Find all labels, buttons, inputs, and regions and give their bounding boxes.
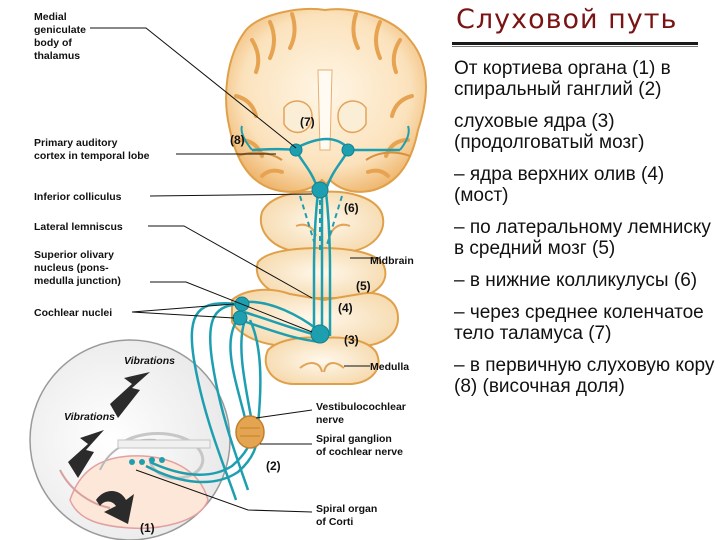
label-mgb-1: Medial bbox=[34, 11, 67, 23]
label-olivary-1: Superior olivary bbox=[34, 249, 114, 261]
label-spiral-organ-1: Spiral organ bbox=[316, 503, 377, 515]
nuclei bbox=[232, 143, 355, 344]
label-cortex-1: Primary auditory bbox=[34, 137, 118, 149]
auditory-pathway-diagram: Medial geniculate body of thalamus Prima… bbox=[29, 8, 427, 540]
cochlea bbox=[29, 339, 231, 540]
vibration-arrow-1 bbox=[110, 372, 150, 418]
cochlear-nucleus-lower bbox=[232, 310, 248, 326]
marker-8: (8) bbox=[230, 133, 245, 147]
label-vestibulocochlear-1: Vestibulocochlear bbox=[316, 401, 406, 413]
label-vibrations-1: Vibrations bbox=[124, 355, 175, 367]
mgb-nucleus-right bbox=[341, 143, 355, 157]
title-underline bbox=[452, 42, 698, 45]
label-spiral-organ-2: of Corti bbox=[316, 516, 353, 528]
leader-lines bbox=[90, 27, 380, 513]
label-mgb-2: geniculate bbox=[34, 24, 86, 36]
label-mgb-3: body of bbox=[34, 37, 72, 49]
cerebrum-section bbox=[225, 8, 427, 193]
step-item: слуховые ядра (3) (продолговатый мозг) bbox=[454, 111, 645, 153]
title-underline-thin bbox=[452, 46, 698, 47]
label-spiral-ganglion-2: of cochlear nerve bbox=[316, 446, 403, 458]
mgb-nucleus-left bbox=[289, 143, 303, 157]
label-midbrain: Midbrain bbox=[370, 255, 414, 267]
label-lemniscus: Lateral lemniscus bbox=[34, 221, 123, 233]
label-vestibulocochlear-2: nerve bbox=[316, 414, 344, 426]
step-item: – ядра верхних олив (4) (мост) bbox=[454, 164, 665, 206]
vibration-arrow-2 bbox=[68, 430, 104, 478]
step-item: – через среднее коленчатое тело таламуса… bbox=[454, 302, 704, 344]
slide-title: Слуховой путь bbox=[456, 4, 678, 35]
curved-arrow bbox=[96, 491, 134, 524]
step-item: От кортиева органа (1) в спиральный ганг… bbox=[454, 58, 671, 100]
label-cortex-2: cortex in temporal lobe bbox=[34, 150, 150, 162]
vibration-arrows bbox=[68, 372, 150, 524]
marker-2: (2) bbox=[266, 459, 281, 473]
label-olivary-3: medulla junction) bbox=[34, 275, 121, 287]
marker-5: (5) bbox=[356, 279, 371, 293]
olivary-nucleus bbox=[310, 324, 330, 344]
marker-3: (3) bbox=[344, 333, 359, 347]
organ-of-corti-hair-cells bbox=[129, 457, 165, 465]
marker-4: (4) bbox=[338, 301, 353, 315]
label-cochlear-nuclei: Cochlear nuclei bbox=[34, 307, 112, 319]
step-item: – в первичную слуховую кору (8) (височна… bbox=[454, 355, 715, 397]
marker-7: (7) bbox=[300, 115, 315, 129]
label-colliculus: Inferior colliculus bbox=[34, 191, 122, 203]
label-medulla: Medulla bbox=[370, 361, 409, 373]
label-olivary-2: nucleus (pons- bbox=[34, 262, 109, 274]
inferior-colliculus-nucleus bbox=[311, 181, 329, 199]
diagram-markers: (1) (2) (3) (4) (5) (6) (7) (8) bbox=[140, 115, 371, 535]
pathway-steps: От кортиева органа (1) в спиральный ганг… bbox=[454, 58, 716, 408]
step-item: – по латеральному лемниску в средний моз… bbox=[454, 217, 711, 259]
diagram-labels: Medial geniculate body of thalamus Prima… bbox=[34, 11, 414, 528]
label-spiral-ganglion-1: Spiral ganglion bbox=[316, 433, 392, 445]
label-vibrations-2: Vibrations bbox=[64, 411, 115, 423]
step-item: – в нижние колликулусы (6) bbox=[454, 270, 698, 291]
spiral-ganglion bbox=[235, 415, 265, 449]
marker-6: (6) bbox=[344, 201, 359, 215]
label-mgb-4: thalamus bbox=[34, 50, 80, 62]
dashed-fibers bbox=[299, 195, 343, 252]
marker-1: (1) bbox=[140, 521, 155, 535]
